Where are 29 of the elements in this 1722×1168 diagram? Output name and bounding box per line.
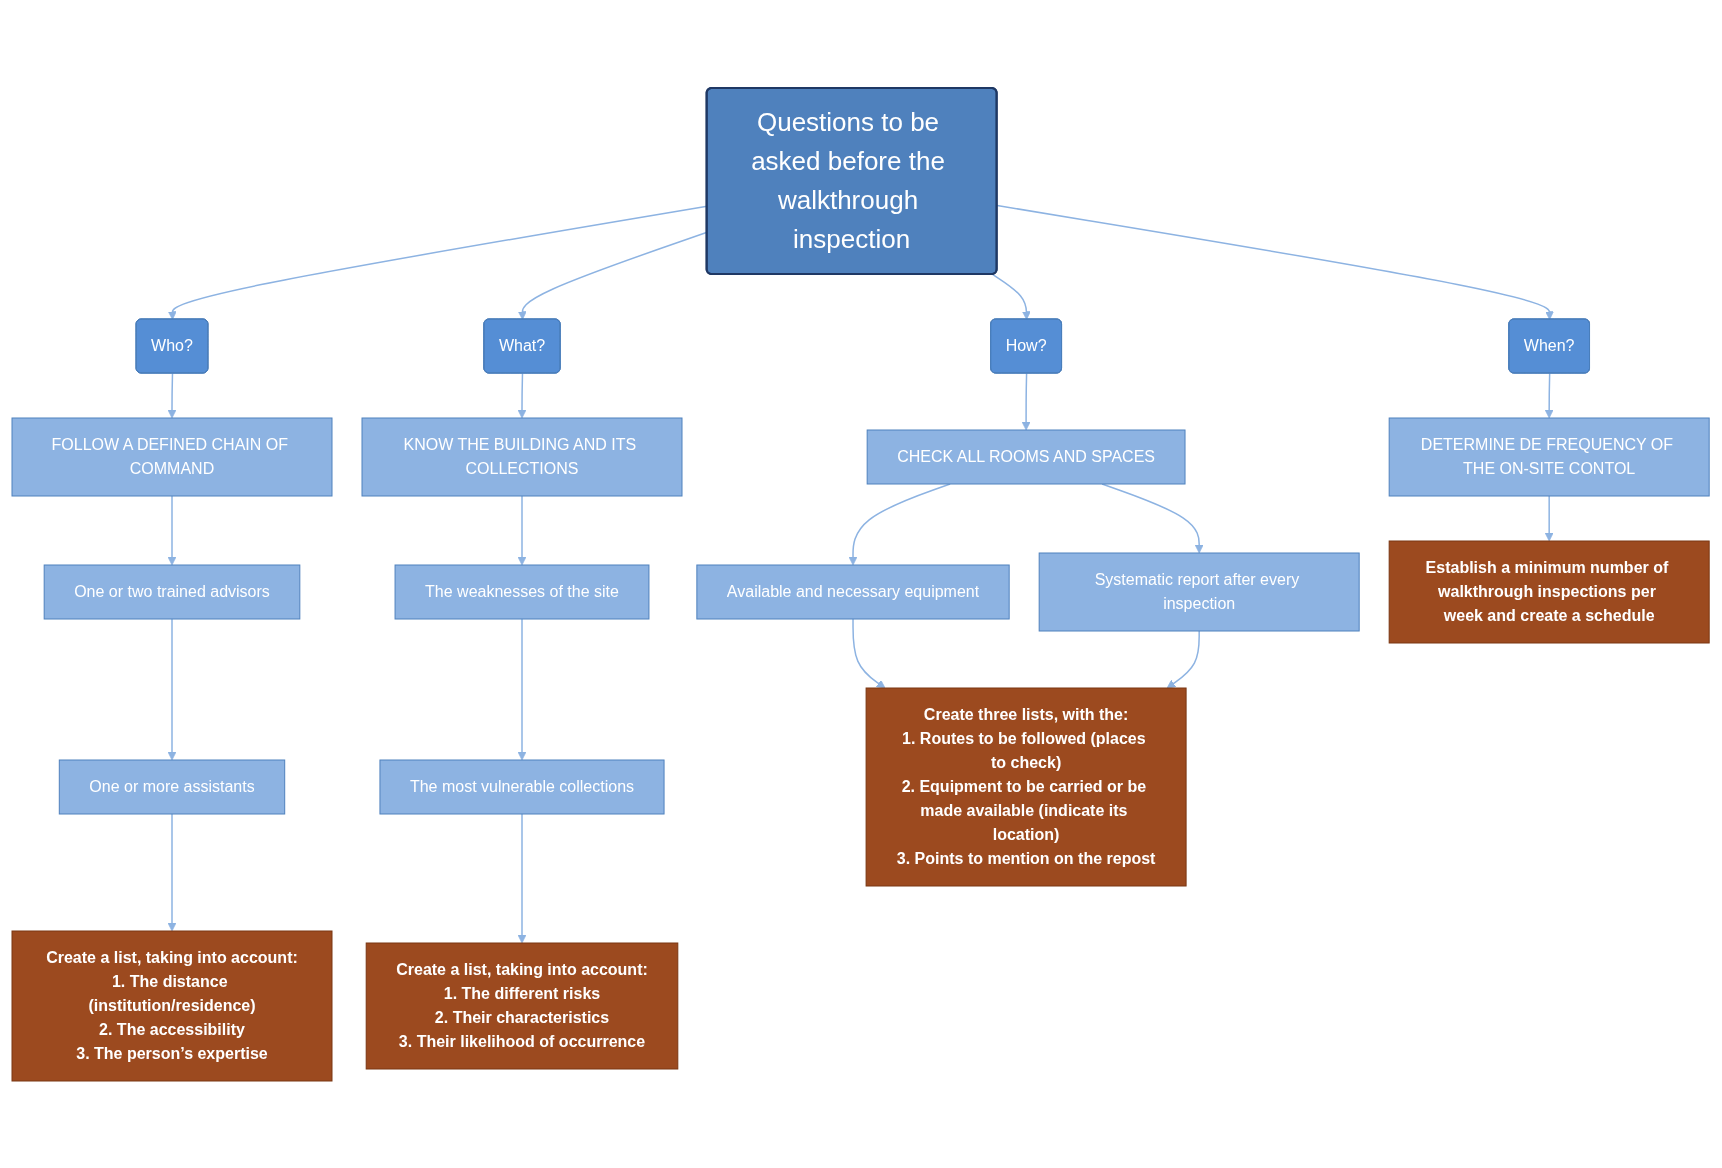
- node-box: KNOW THE BUILDING AND ITS COLLECTIONS: [361, 417, 683, 496]
- arrow: [1545, 494, 1554, 541]
- node-box: Establish a minimum number of walkthrough inspections per week and create a schedule: [1389, 540, 1711, 643]
- node-box: Create a list, taking into account: 1. The distance (institution/residence) 2. The accessibility 3. The person’s expertise: [11, 930, 333, 1081]
- arrow: [168, 812, 177, 931]
- node-box: One or more assistants: [59, 759, 286, 814]
- node-box: DETERMINE DE FREQUENCY OF THE ON-SITE CONTOL: [1389, 417, 1711, 496]
- arrow: [518, 372, 527, 418]
- arrow: [1101, 482, 1204, 553]
- arrow: [168, 617, 177, 760]
- arrow: [992, 273, 1032, 320]
- node-box: The most vulnerable collections: [379, 759, 665, 814]
- node-box: FOLLOW A DEFINED CHAIN OF COMMAND: [11, 417, 333, 496]
- node-box: One or two trained advisors: [44, 564, 301, 619]
- arrow: [1022, 372, 1031, 430]
- arrow: [518, 494, 527, 565]
- arrow: [1545, 372, 1554, 418]
- node-box: Create three lists, with the: 1. Routes to be followed (places to check) 2. Equipment to be carried or be made available (indicate its location) 3. Points to mention on the repost: [866, 687, 1187, 886]
- arrow: [852, 617, 886, 688]
- arrow: [1167, 629, 1201, 688]
- arrow: [168, 372, 177, 418]
- node-box: Systematic report after every inspection: [1039, 552, 1361, 631]
- node-box: The weaknesses of the site: [394, 564, 650, 619]
- node-box: CHECK ALL ROOMS AND SPACES: [867, 429, 1186, 484]
- arrow: [168, 494, 177, 565]
- node-box: Create a list, taking into account: 1. The different risks 2. Their characteristics 3. Their likelihood of occurrence: [366, 942, 679, 1069]
- arrow: [518, 812, 527, 943]
- node-box: Available and necessary equipment: [696, 564, 1011, 619]
- arrow: [518, 617, 527, 760]
